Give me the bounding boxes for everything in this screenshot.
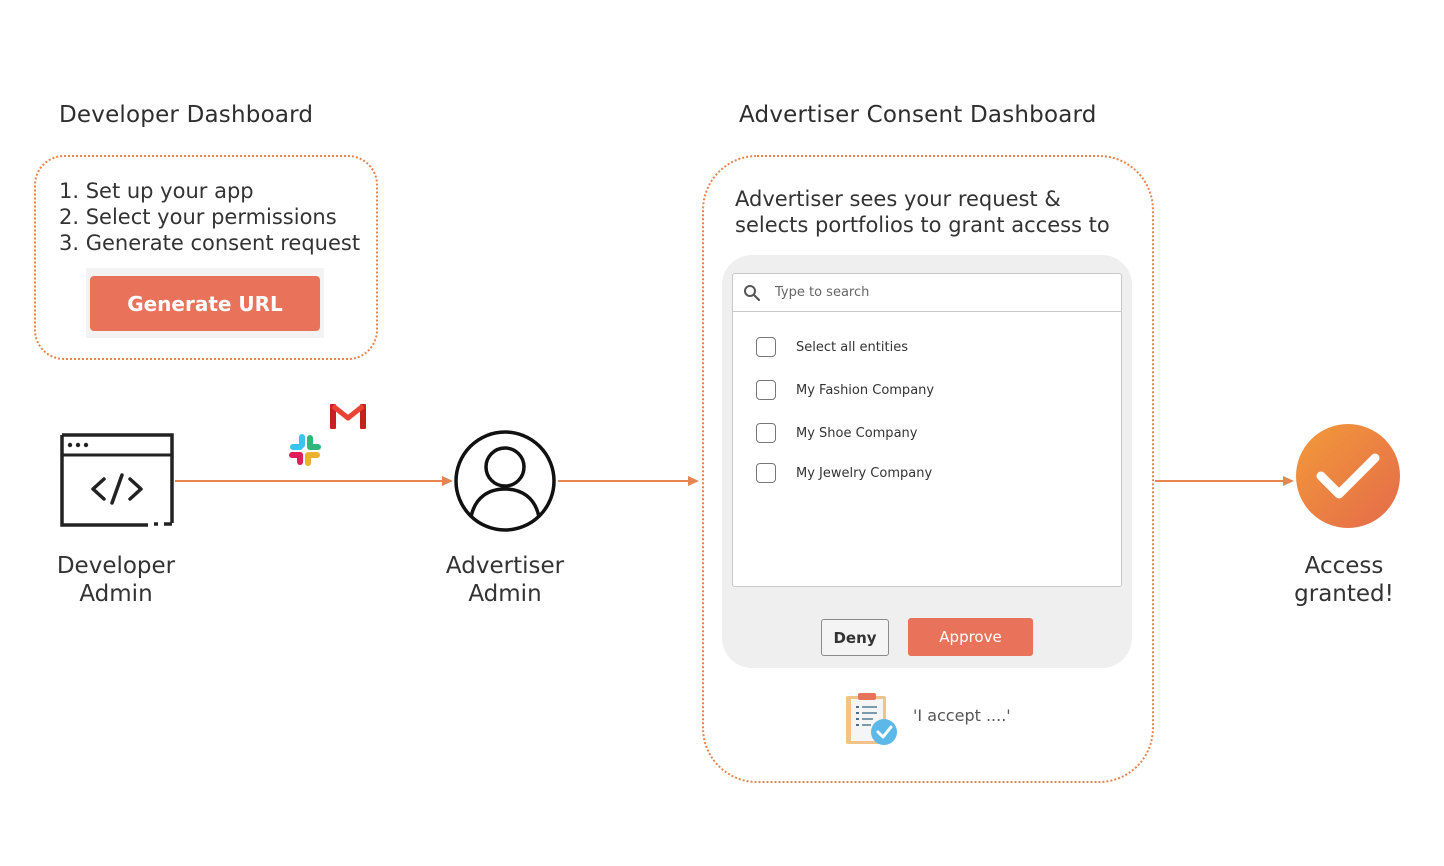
step-item: 2. Select your permissions [59, 205, 337, 229]
steps-list: 1. Set up your app 2. Select your permis… [59, 178, 360, 256]
checklist-document-icon [843, 692, 901, 748]
step-item: 3. Generate consent request [59, 231, 361, 255]
gmail-icon [329, 402, 367, 430]
description-line: Advertiser sees your request & [735, 187, 1061, 211]
label-line: Admin [468, 581, 542, 607]
checkbox[interactable] [756, 380, 776, 400]
developer-admin-label: Developer Admin [40, 552, 192, 608]
step-item: 1. Set up your app [59, 179, 254, 203]
checkbox[interactable] [756, 423, 776, 443]
user-icon [453, 429, 557, 533]
developer-dashboard-box [34, 155, 378, 360]
deny-button[interactable]: Deny [821, 619, 889, 656]
description-line: selects portfolios to grant access to [735, 213, 1110, 237]
slack-icon [287, 432, 323, 468]
consent-dashboard-title: Advertiser Consent Dashboard [739, 102, 1097, 128]
generate-url-button[interactable]: Generate URL [90, 276, 320, 331]
advertiser-admin-label: Advertiser Admin [430, 552, 580, 608]
entity-label: My Shoe Company [796, 425, 918, 441]
label-line: Admin [79, 581, 153, 607]
developer-dashboard-title: Developer Dashboard [59, 102, 314, 128]
checkbox[interactable] [756, 463, 776, 483]
approve-button[interactable]: Approve [908, 618, 1033, 656]
arrowhead [688, 476, 699, 486]
access-granted-label: Access granted! [1274, 552, 1414, 608]
entity-item[interactable]: My Shoe Company [756, 423, 917, 443]
entity-label: My Jewelry Company [796, 465, 933, 481]
search-bar [733, 274, 1121, 312]
label-line: Developer [56, 553, 176, 579]
label-line: Access [1304, 553, 1384, 579]
entity-label: My Fashion Company [796, 382, 935, 398]
accept-text: 'I accept ....' [913, 706, 1011, 725]
checkmark-circle-icon [1296, 424, 1400, 528]
label-line: Advertiser [445, 553, 565, 579]
entity-list-box [732, 273, 1122, 587]
entity-item-select-all[interactable]: Select all entities [756, 337, 908, 357]
arrowhead [1283, 476, 1294, 486]
search-icon [743, 284, 761, 302]
arrowhead [442, 476, 453, 486]
label-line: granted! [1294, 581, 1394, 607]
code-window-icon [60, 433, 174, 527]
entity-label: Select all entities [796, 339, 908, 355]
entity-item[interactable]: My Jewelry Company [756, 463, 932, 483]
checkbox[interactable] [756, 337, 776, 357]
search-input[interactable] [773, 284, 1077, 301]
entity-item[interactable]: My Fashion Company [756, 380, 934, 400]
consent-dashboard-box [702, 155, 1154, 783]
consent-description: Advertiser sees your request & selects p… [735, 186, 1110, 238]
